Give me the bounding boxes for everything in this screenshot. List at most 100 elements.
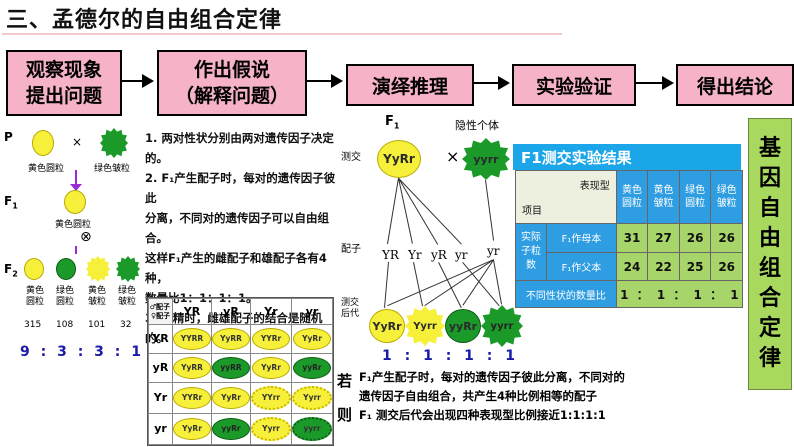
page-title: 三、孟德尔的自由组合定律: [6, 8, 283, 33]
results-row2-v2: 22: [647, 251, 680, 282]
offspring-label-l1: 测交: [341, 298, 360, 308]
punnett-col-2: yR: [211, 298, 251, 325]
f2-pheno-1-l1: 黄色: [26, 286, 45, 296]
p-label: P: [4, 130, 13, 144]
connector-line: [387, 177, 399, 244]
side-title-char-5: 组: [758, 256, 781, 281]
f2-pheno-3-l2: 皱粒: [88, 297, 107, 307]
punnett-cell: YyRr: [250, 352, 292, 383]
results-row1-v4: 26: [710, 223, 743, 253]
punnett-seed-yellow-round: YyRr: [293, 327, 331, 350]
results-pheno-3: 绿色圆粒: [678, 169, 712, 225]
flow-step-observe-line2: 提出问题: [25, 85, 102, 107]
connector-line: [424, 259, 494, 306]
p-yellow-round-seed: [32, 130, 54, 156]
gamete-1: YR: [382, 248, 399, 262]
punnett-col-3: Yr: [250, 298, 292, 325]
f2-count-3: 101: [88, 320, 106, 330]
offspring-label-l2: 后代: [341, 309, 360, 319]
side-title-char-8: 律: [758, 346, 781, 371]
offspring-seed-4-geno: yyrr: [490, 320, 514, 332]
punnett-cell: YYRr: [250, 324, 292, 354]
f2-green-round-seed: [56, 258, 76, 280]
hypothesis-line-1: 1. 两对性状分别由两对遗传因子决定的。: [145, 131, 334, 165]
f2-count-1: 315: [24, 320, 42, 330]
results-col-header: 表现型: [579, 181, 610, 192]
testcross-f1-label: F1: [385, 114, 399, 131]
conclusion-text: F₁产生配子时，每对的遗传因子彼此分离，不同对的 遗传因子自由组合，共产生4种比…: [359, 368, 749, 425]
recessive-parent-seed: yyrr: [462, 138, 510, 180]
side-title-char-6: 合: [758, 286, 781, 311]
punnett-cell: YyRR: [172, 352, 212, 383]
results-row2-v3: 25: [678, 251, 712, 282]
flow-step-verify: 实验验证: [512, 64, 636, 106]
results-row2-v1: 24: [615, 251, 649, 282]
punnett-cell: YyRR: [211, 324, 251, 354]
connector-line: [398, 178, 462, 245]
flow-step-observe: 观察现象 提出问题: [6, 50, 122, 116]
hypothesis-text: 1. 两对性状分别由两对遗传因子决定的。 2. F₁产生配子时，每对的遗传因子彼…: [145, 128, 341, 348]
testcross-f1-label-sub: 1: [393, 121, 400, 131]
results-pheno-2-l2: 皱粒: [653, 198, 674, 210]
f2-pheno-1: 黄色圆粒: [26, 286, 44, 308]
offspring-seed-2-geno: Yyrr: [413, 320, 437, 332]
flow-arrow-2: [305, 74, 343, 88]
punnett-seed-yellow-round: YyRr: [173, 417, 211, 440]
recessive-label: 隐性个体: [455, 119, 499, 132]
gamete-2: Yr: [408, 248, 422, 262]
flow-step-hypothesis-line2: （解释问题）: [174, 85, 289, 107]
f2-pheno-4-l2: 皱粒: [118, 297, 137, 307]
punnett-corner-bottom: ♀配子: [151, 311, 171, 320]
results-pheno-3-l1: 绿色: [685, 185, 706, 197]
side-title-char-7: 定: [758, 316, 781, 341]
conclusion-if: 若: [337, 372, 353, 390]
punnett-seed-yellow-round: YyRr: [252, 356, 290, 379]
punnett-seed-green-round: yyRR: [212, 356, 250, 379]
conclusion-line-2: 遗传因子自由组合，共产生4种比例相等的配子: [359, 389, 597, 403]
offspring-seed-1: YyRr: [369, 309, 405, 343]
title-underline: [2, 33, 562, 35]
results-side-l3: 数: [526, 260, 536, 272]
f2-pheno-3-l1: 黄色: [88, 286, 107, 296]
punnett-row-2: yR: [148, 352, 173, 383]
f1-label-text: F: [4, 194, 13, 208]
connector-line: [398, 178, 413, 245]
results-row1-v2: 27: [647, 223, 680, 253]
f1-yellow-round-seed: [64, 190, 86, 214]
flow-step-hypothesis-line1: 作出假说: [193, 59, 270, 81]
results-ratio-values: 1 ： 1 ： 1 ： 1: [615, 280, 744, 308]
results-pheno-4-l1: 绿色: [716, 185, 737, 197]
gamete-label: 配子: [341, 244, 361, 255]
offspring-seed-2: Yyrr: [405, 306, 445, 346]
results-row2-v4: 26: [710, 251, 743, 282]
results-row1-v3: 26: [678, 223, 712, 253]
conclusion-line-1: F₁产生配子时，每对的遗传因子彼此分离，不同对的: [359, 370, 625, 384]
f2-yellow-wrinkled-seed: [86, 256, 110, 282]
results-side-l2: 子粒: [521, 246, 541, 258]
side-title-char-1: 基: [758, 136, 781, 161]
punnett-seed-yellow-round: YYRr: [252, 327, 290, 350]
conclusion-line-3: F₁ 测交后代会出现四种表现型比例接近1:1:1:1: [359, 408, 606, 422]
flow-step-conclude: 得出结论: [676, 64, 794, 106]
f2-pheno-3: 黄色皱粒: [88, 286, 106, 308]
conclusion-then: 则: [337, 406, 353, 424]
punnett-row-4: yr: [148, 412, 173, 446]
results-pheno-1-l1: 黄色: [622, 185, 642, 197]
f2-green-wrinkled-seed: [116, 256, 140, 282]
side-title-char-2: 因: [758, 166, 781, 191]
results-side-l1: 实际: [521, 232, 541, 244]
testcross-label: 测交: [341, 152, 361, 163]
punnett-cell: Yyrr: [250, 412, 292, 446]
punnett-seed-yellow-round: YYRR: [173, 327, 211, 350]
hypothesis-line-3: 分离，不同对的遗传因子可以自由组合。: [145, 211, 329, 245]
punnett-corner: ♂配子 ♀配子: [148, 298, 173, 325]
punnett-corner-top: ♂配子: [149, 302, 170, 311]
side-title: 基 因 自 由 组 合 定 律: [748, 118, 792, 390]
p-left-label: 黄色圆粒: [28, 164, 65, 174]
connector-line: [413, 262, 423, 307]
results-row2-label: F₁作父本: [546, 251, 617, 282]
results-row1-label: F₁作母本: [546, 223, 617, 253]
f2-label-text: F: [4, 262, 13, 276]
recessive-parent-geno: yyrr: [473, 152, 499, 166]
gamete-3: yR: [431, 248, 447, 262]
